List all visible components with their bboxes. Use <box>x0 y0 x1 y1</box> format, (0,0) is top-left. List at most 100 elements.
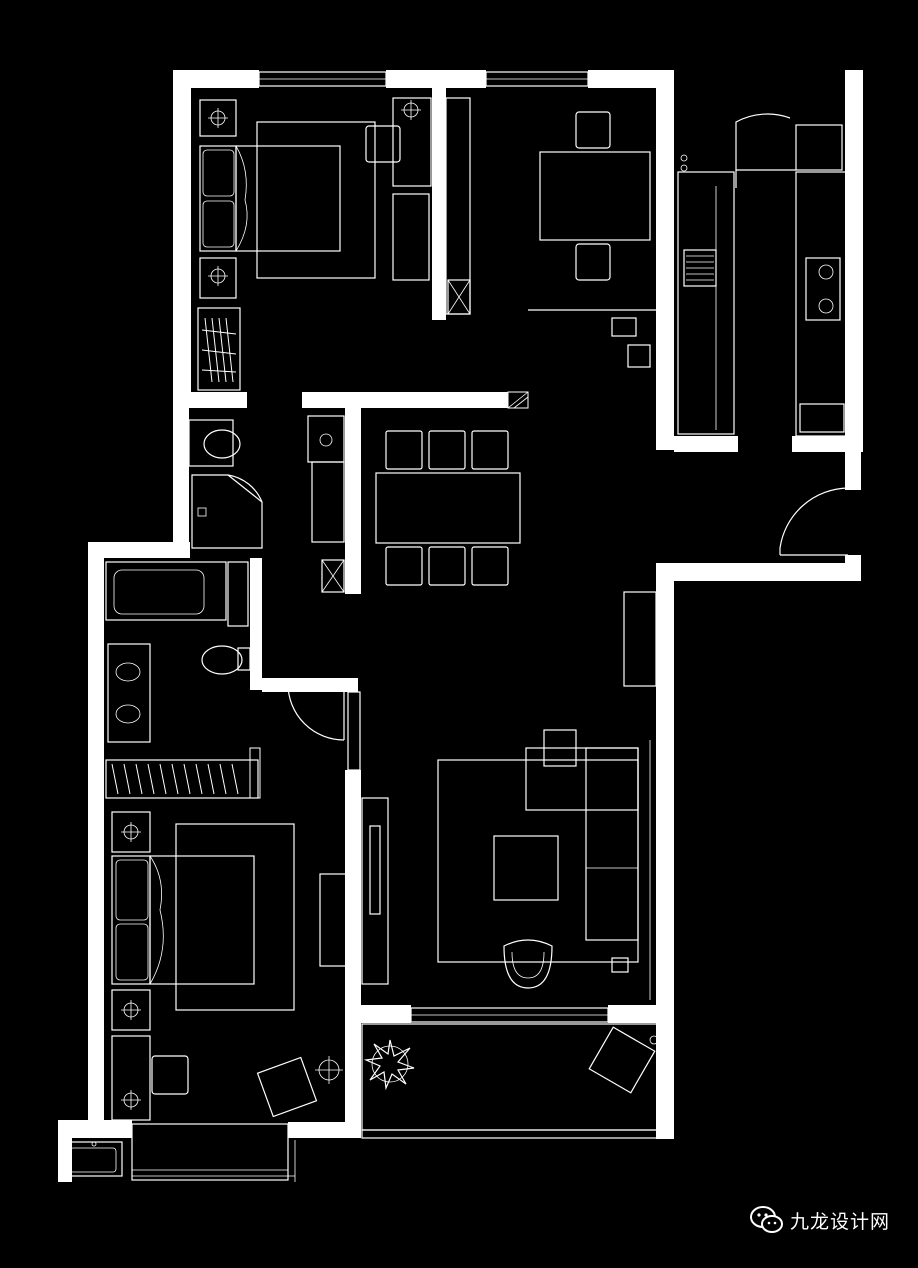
dining-area-center <box>375 430 521 586</box>
wall-kitchen-bottom-b <box>792 436 863 452</box>
wall-left-lower <box>88 542 104 1122</box>
wall-bath1-left <box>173 408 189 550</box>
wall-kitchen-right <box>845 70 863 450</box>
window-bedroom2-balcony <box>131 1123 289 1181</box>
living-rug <box>437 759 639 963</box>
bedroom2-bed <box>149 855 255 985</box>
balcony-rail <box>361 1129 659 1139</box>
dining-table-center <box>375 472 521 544</box>
wall-bedroom2-right <box>345 770 361 1138</box>
wall-top-a <box>173 70 259 88</box>
wall-corridor-vertical <box>345 408 361 594</box>
bedroom2-nightstand-b <box>111 989 151 1031</box>
dining-chair-c2 <box>428 430 466 470</box>
windows <box>131 71 659 1182</box>
plant-icon <box>363 1039 415 1091</box>
bedroom2-rug <box>175 823 295 1011</box>
wall-left-upper <box>173 70 191 392</box>
wall-living-right <box>656 563 674 1139</box>
bedroom1-desk <box>392 97 432 187</box>
wall-bedroom1-right <box>432 88 446 320</box>
wall-bath2-right <box>250 558 262 690</box>
wall-top-c <box>588 70 674 88</box>
kitchen-counter-left <box>677 171 735 435</box>
balcony <box>361 1023 659 1131</box>
wall-entry-upper <box>845 450 861 490</box>
bath2-toilet <box>201 645 243 675</box>
corridor-shelf <box>311 461 345 543</box>
corridor-basin-cabinet <box>307 415 345 463</box>
living-coffee-table <box>493 835 559 901</box>
bedroom2-armchair <box>256 1056 318 1118</box>
wall-living-bottom-right <box>608 1005 674 1023</box>
outlet-box-2 <box>627 344 651 368</box>
dining-chair-c6 <box>471 546 509 586</box>
bedroom-2 <box>63 747 347 1177</box>
bedroom1-headboard <box>199 145 237 252</box>
bedroom2-nightstand-a <box>111 811 151 853</box>
bedroom1-bed <box>235 145 341 252</box>
outlet-box <box>611 317 637 337</box>
dining-duct <box>447 279 471 315</box>
bedroom2-door-swing <box>287 683 345 741</box>
wall-living-bottom-left <box>345 1005 411 1023</box>
dining-table-top <box>539 151 651 241</box>
bedroom2-desk-chair <box>151 1055 189 1095</box>
wall-living-top-right <box>656 563 861 581</box>
kitchen-sink <box>683 249 717 287</box>
wall-balcony-left <box>58 1120 72 1182</box>
living-tv <box>369 825 381 915</box>
corridor-cabinet-small <box>321 559 345 593</box>
bedroom2-headboard <box>111 855 151 985</box>
dining-chair-c5 <box>428 546 466 586</box>
living-armchair <box>503 939 553 989</box>
living-outlet <box>611 957 629 973</box>
living-sofa-back <box>525 747 639 811</box>
dining-sideboard <box>445 97 471 315</box>
bedroom2-wardrobe-hangers <box>111 763 239 795</box>
bath1-shower-tray <box>191 474 263 549</box>
entrance-door-swing <box>779 487 849 555</box>
wall-kitchen-bottom-a <box>674 436 738 452</box>
bath2-vanity <box>107 643 151 743</box>
watermark-text: 九龙设计网 <box>789 1210 890 1233</box>
wall-bottom-left <box>58 1120 132 1138</box>
bedroom1-nightstand-a <box>199 99 237 137</box>
bath1-toilet-tank <box>188 419 234 467</box>
bedroom1-pillow-b <box>202 200 235 248</box>
bedroom1-pillow-a <box>202 149 235 197</box>
bedroom2-desk <box>111 1035 151 1121</box>
bedroom1-rug <box>256 121 376 279</box>
living-tv-cabinet <box>361 797 389 985</box>
bedroom2-wardrobe <box>105 759 259 799</box>
bedroom1-wardrobe <box>197 307 241 391</box>
bedroom-1 <box>197 97 471 391</box>
wall-top-b <box>386 70 486 88</box>
bedroom1-desk-chair <box>365 125 401 163</box>
bath1-toilet-bowl <box>203 429 241 459</box>
bedroom1-cabinet <box>392 193 430 281</box>
dining-chair-c4 <box>385 546 423 586</box>
dining-area-top <box>528 111 656 368</box>
bath2-bathtub <box>105 561 227 621</box>
wall-bedroom2-top <box>262 678 358 692</box>
bath1-shower-door <box>227 474 263 503</box>
bathroom-1 <box>188 391 529 593</box>
dining-chair-bottom <box>575 243 611 281</box>
wall-center-horizontal <box>302 392 508 408</box>
wall-bedroom1-bottom <box>173 392 247 408</box>
kitchen-fridge <box>795 124 843 171</box>
kitchen-stove <box>805 257 841 321</box>
balcony-chair <box>588 1026 656 1094</box>
bath2-shower <box>227 561 249 627</box>
column-hatch <box>507 391 529 409</box>
kitchen-door-swing <box>735 113 791 188</box>
living-side-table <box>543 729 577 767</box>
window-bedroom2-door-jamb <box>347 691 361 771</box>
dining-chair-top <box>575 111 611 149</box>
balcony-washbasin <box>63 1141 123 1177</box>
walls <box>58 70 863 1182</box>
bedroom1-wardrobe-hangers <box>201 317 237 383</box>
kitchen <box>677 113 847 437</box>
